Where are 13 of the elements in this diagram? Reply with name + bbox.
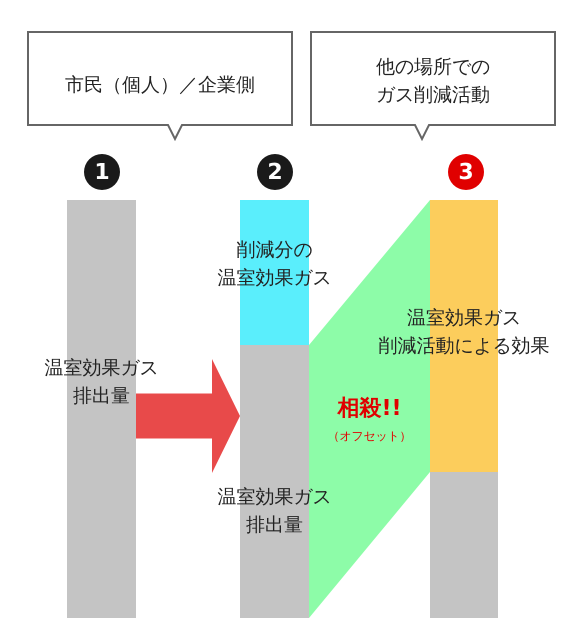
- speech-bubble: [310, 31, 556, 141]
- callout-text: 他の場所でのガス削減活動: [375, 55, 491, 108]
- callout-text: 市民（個人）／企業側: [64, 73, 256, 98]
- bar-label: 温室効果ガス排出量: [218, 485, 332, 538]
- step-number: 1: [84, 154, 120, 190]
- block-arrow: [136, 359, 240, 473]
- offset-label: 相殺!!: [336, 395, 403, 423]
- bar-label: 温室効果ガス排出量: [44, 356, 158, 409]
- remaining-bar: [430, 472, 498, 618]
- step-number: 2: [257, 154, 293, 190]
- speech-bubble: [27, 31, 293, 141]
- step-number: 3: [448, 154, 484, 190]
- offset-note: （オフセット）: [326, 428, 412, 445]
